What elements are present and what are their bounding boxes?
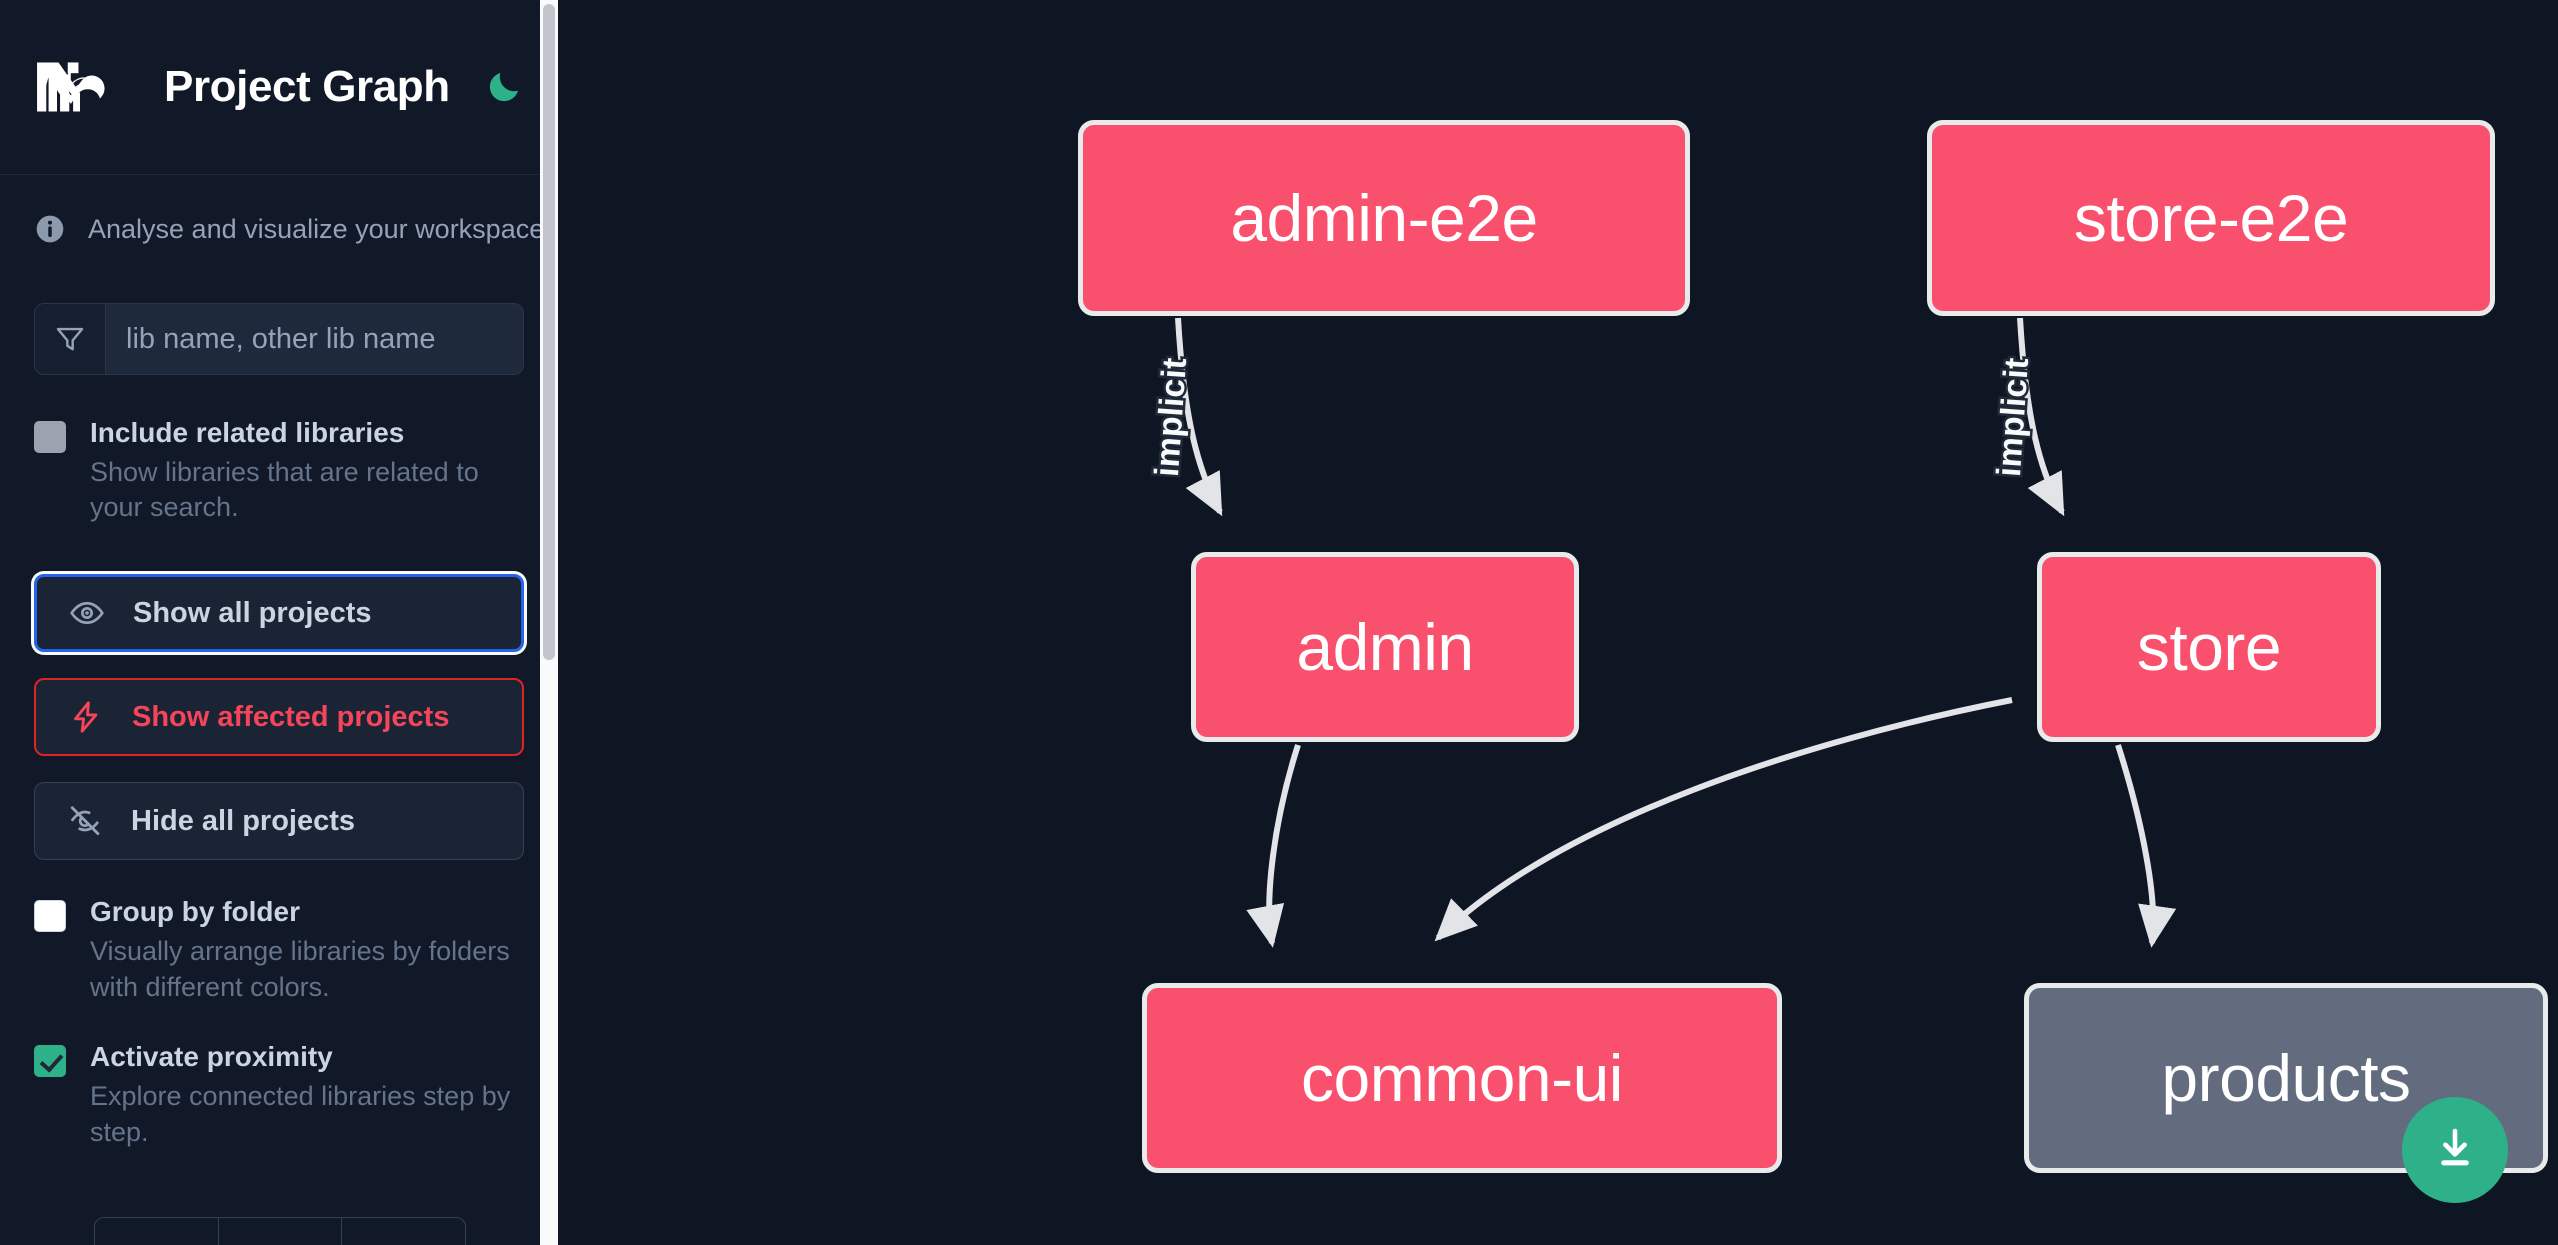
group-by-folder-checkbox[interactable] [34,900,66,933]
hide-all-projects-button[interactable]: Hide all projects [34,782,524,861]
page-title: Project Graph [164,62,450,111]
filter-icon[interactable] [35,304,106,374]
edge-store-products [2115,744,2177,948]
edge-label-store-e2e-store: implicit [1987,354,2038,480]
graph-node-admin-label: admin [1296,610,1474,684]
show-affected-projects-button[interactable]: Show affected projects [34,678,524,757]
show-all-projects-label: Show all projects [133,596,372,629]
activate-proximity-checkbox[interactable] [34,1045,66,1078]
proximity-segment-1[interactable] [95,1218,219,1245]
download-icon [2431,1124,2479,1177]
group-by-folder-description: Visually arrange libraries by folders wi… [90,935,510,1002]
proximity-segment-3[interactable] [342,1218,465,1245]
moon-icon[interactable] [484,63,524,111]
graph-node-store[interactable]: store [2037,552,2381,742]
lightning-bolt-icon [66,697,106,737]
graph-node-products-label: products [2161,1041,2411,1115]
edge-store-common-ui [1434,697,2013,942]
graph-node-admin-e2e-label: admin-e2e [1230,181,1538,255]
sidebar-tagline: Analyse and visualize your workspace. [0,175,558,245]
svg-text:implicit: implicit [1148,357,1194,478]
include-related-libraries-checkbox[interactable] [34,421,66,453]
sidebar: Project Graph Analyse and visualize yo [0,0,558,1245]
eye-off-icon [65,801,105,841]
edge-label-admin-e2e-admin: implicit [1145,354,1196,480]
graph-node-admin-e2e[interactable]: admin-e2e [1078,120,1690,316]
activate-proximity-texts: Activate proximity Explore connected lib… [90,1039,520,1150]
download-graph-button[interactable] [2402,1097,2508,1203]
include-related-libraries-description: Show libraries that are related to your … [90,456,479,523]
activate-proximity-description: Explore connected libraries step by step… [90,1080,511,1147]
sidebar-scroll-area[interactable]: Project Graph Analyse and visualize yo [0,0,558,1245]
hide-all-projects-label: Hide all projects [131,804,356,837]
option-include-related-libraries[interactable]: Include related libraries Show libraries… [0,415,558,526]
graph-node-store-e2e[interactable]: store-e2e [1927,120,2495,316]
eye-icon [67,593,107,633]
nx-logo [34,56,126,118]
search-input[interactable] [106,304,523,374]
edge-admin-common-ui [1246,744,1301,948]
graph-node-common-ui-label: common-ui [1301,1041,1623,1115]
proximity-segmented-control[interactable] [94,1217,466,1245]
svg-text:implicit: implicit [1990,357,2036,478]
graph-node-admin[interactable]: admin [1191,552,1579,742]
graph-node-store-label: store [2136,610,2282,684]
show-affected-projects-label: Show affected projects [132,700,450,733]
search-bar [34,303,524,375]
include-related-libraries-texts: Include related libraries Show libraries… [90,415,520,526]
include-related-libraries-label: Include related libraries [90,417,405,448]
option-group-by-folder[interactable]: Group by folder Visually arrange librari… [0,894,558,1005]
graph-canvas[interactable]: implicit implicit admin-e2e store-e2e ad… [558,0,2558,1245]
group-by-folder-texts: Group by folder Visually arrange librari… [90,894,520,1005]
sidebar-tagline-text: Analyse and visualize your workspace. [88,213,552,244]
sidebar-header: Project Graph [0,0,558,175]
graph-edges: implicit implicit [1145,317,2177,948]
sidebar-scrollbar[interactable] [540,0,558,1245]
edge-admin-e2e-admin [1175,317,1223,517]
info-icon [34,213,66,245]
projects-button-group: Show all projects Show affected projects [34,574,524,861]
activate-proximity-label: Activate proximity [90,1041,333,1073]
sidebar-scrollbar-thumb[interactable] [543,4,555,660]
show-all-projects-button[interactable]: Show all projects [34,574,524,653]
option-activate-proximity[interactable]: Activate proximity Explore connected lib… [0,1039,558,1150]
graph-node-store-e2e-label: store-e2e [2073,181,2349,255]
group-by-folder-label: Group by folder [90,896,300,928]
edge-store-e2e-store [2017,317,2065,517]
graph-node-common-ui[interactable]: common-ui [1142,983,1782,1173]
proximity-segment-2[interactable] [219,1218,343,1245]
